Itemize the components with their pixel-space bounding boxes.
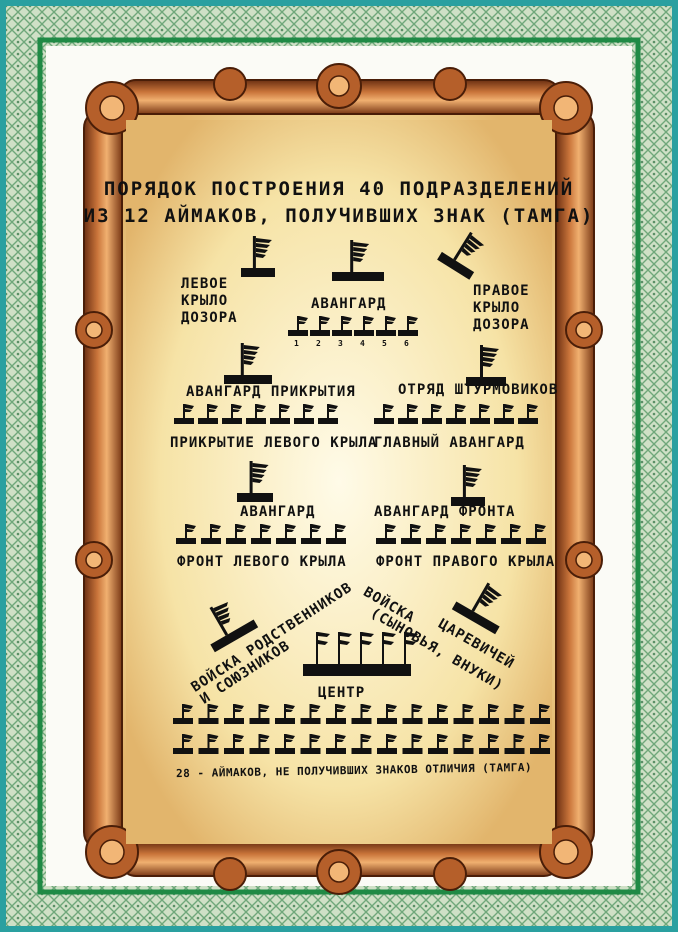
unit-number: 5 xyxy=(382,340,387,348)
center-block xyxy=(303,664,411,676)
label-right-wing-patrol: Правое крыло дозора xyxy=(473,283,530,334)
label-vanguard-top: Авангард xyxy=(311,297,386,311)
label-left-wing-front: Фронт левого крыла xyxy=(177,555,347,569)
unit-number: 1 xyxy=(294,340,299,348)
label-cover-vanguard: Авангард прикрытия xyxy=(186,385,356,399)
unit-number: 3 xyxy=(338,340,343,348)
label-left-wing-patrol: Левое крыло дозора xyxy=(181,276,238,327)
label-vanguard-left: Авангард xyxy=(240,505,315,519)
label-right-wing-front: Фронт правого крыла xyxy=(376,555,555,569)
unit-number: 2 xyxy=(316,340,321,348)
title-line-1: Порядок построения 40 подразделений xyxy=(0,180,678,199)
center-pole xyxy=(382,632,384,664)
center-pole xyxy=(360,632,362,664)
unit-number: 4 xyxy=(360,340,365,348)
title-line-2: из 12 аймаков, получивших знак (тамга) xyxy=(0,207,678,226)
center-pole xyxy=(338,632,340,664)
label-storm-detachment: Отряд штурмовиков xyxy=(398,383,558,397)
label-left-wing-cover: Прикрытие левого крыла xyxy=(170,436,377,450)
label-front-vanguard: Авангард фронта xyxy=(374,505,515,519)
center-pole xyxy=(316,632,318,664)
unit-number: 6 xyxy=(404,340,409,348)
label-main-vanguard: Главный авангард xyxy=(374,436,525,450)
label-center: Центр xyxy=(318,686,365,700)
